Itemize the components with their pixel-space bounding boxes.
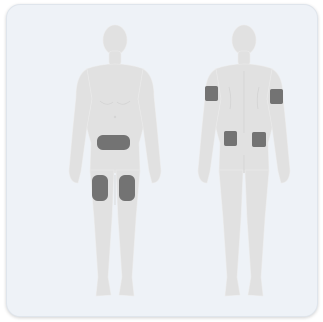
injection-site-right-thigh (119, 175, 135, 201)
body-front-silhouette (69, 25, 161, 296)
injection-site-right-upper-arm (270, 89, 283, 104)
injection-site-left-upper-buttock (224, 131, 237, 146)
body-figure-back (194, 5, 304, 305)
body-front-svg (60, 5, 170, 305)
diagram-card (6, 4, 318, 317)
injection-site-left-upper-arm (205, 86, 218, 101)
injection-site-right-upper-buttock (252, 132, 266, 147)
injection-site-abdomen (97, 135, 130, 150)
body-back-svg (194, 5, 304, 305)
body-figure-front (60, 5, 170, 305)
injection-site-left-thigh (92, 175, 108, 201)
